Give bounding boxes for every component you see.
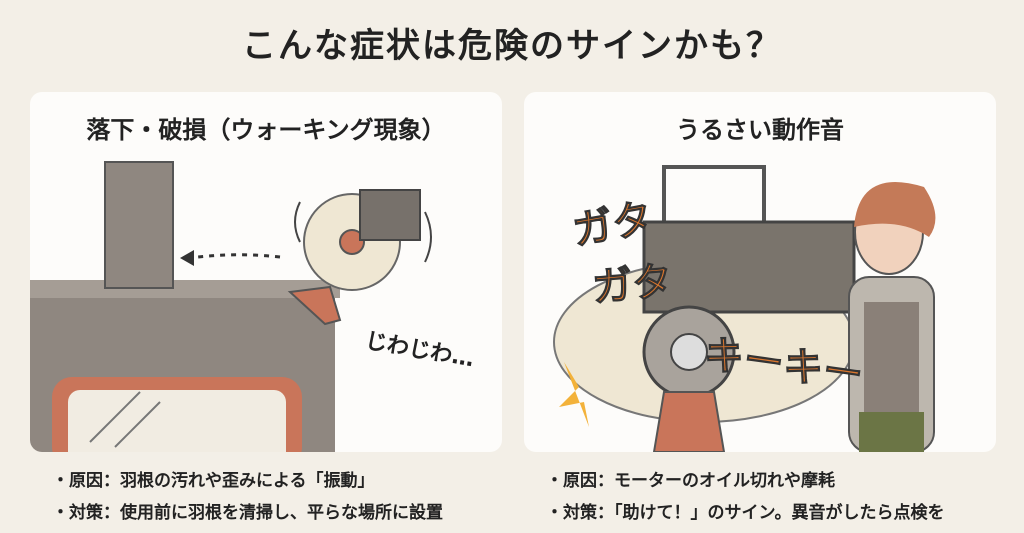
card-title: 落下・破損（ウォーキング現象）: [86, 116, 446, 144]
card-title: うるさい動作音: [676, 116, 844, 144]
bullet-list-walking: 原因：羽根の汚れや歪みによる「振動」 対策：使用前に羽根を清掃し、平らな場所に設…: [52, 465, 443, 529]
bullet-cause: 原因：モーターのオイル切れや摩耗: [546, 465, 944, 497]
card-walking: 落下・破損（ウォーキング現象） じわじわ…: [30, 92, 502, 452]
noisy-fan-illustration: [553, 165, 936, 452]
bullet-cause: 原因：羽根の汚れや歪みによる「振動」: [52, 465, 443, 497]
bullet-list-noise: 原因：モーターのオイル切れや摩耗 対策：「助けて！」のサイン。異音がしたら点検を: [546, 465, 944, 529]
stove-fan-illustration: [30, 161, 432, 452]
bullet-remedy: 対策：使用前に羽根を清掃し、平らな場所に設置: [52, 497, 443, 529]
page-title: こんな症状は危険のサインかも？: [242, 26, 782, 66]
bullet-remedy: 対策：「助けて！」のサイン。異音がしたら点検を: [546, 497, 944, 529]
card-noise: うるさい動作音 ガタ ガタ キーキー: [524, 92, 996, 452]
sound-effect-text: ガタ: [590, 258, 675, 312]
